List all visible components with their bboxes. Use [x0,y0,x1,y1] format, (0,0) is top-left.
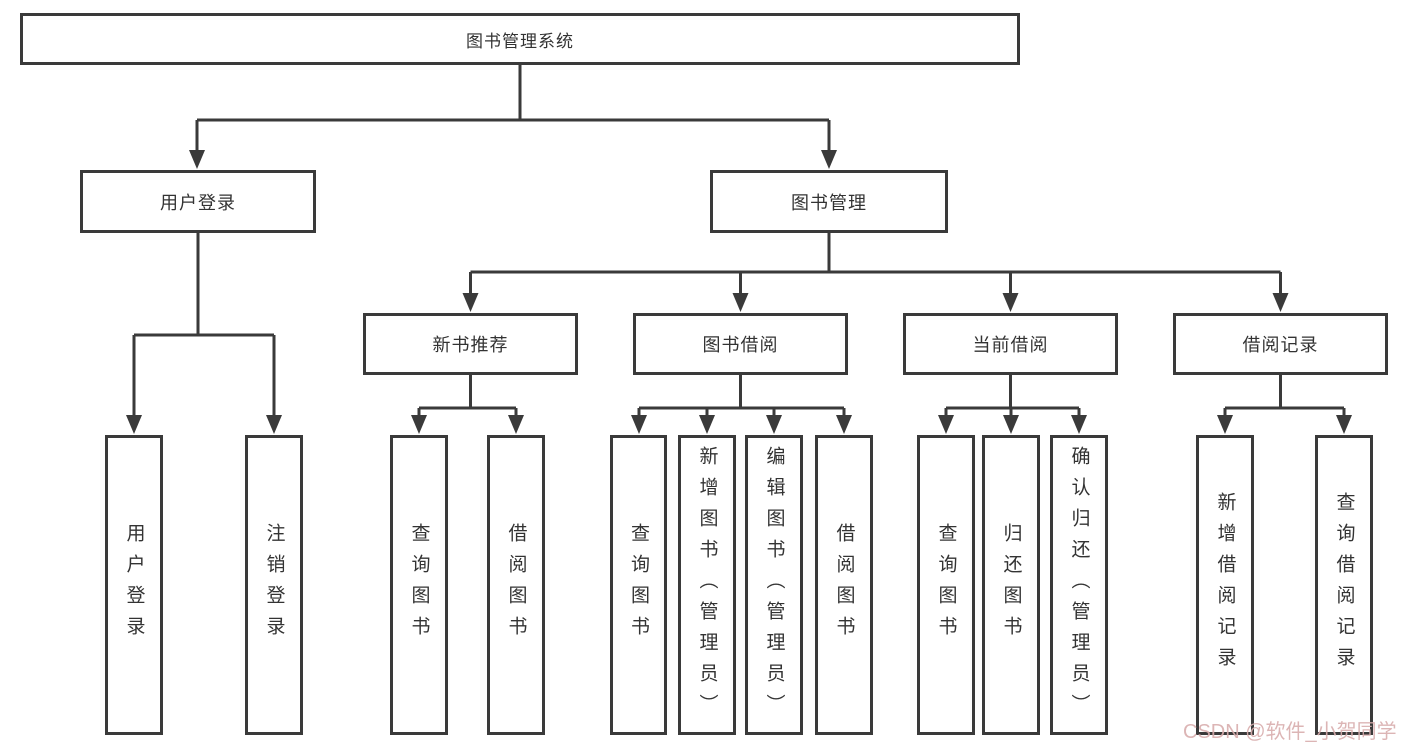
node-leaf-add-borrow-record: 新增借阅记录 [1196,435,1254,735]
node-leaf-recommend-borrow-books: 借阅图书 [487,435,545,735]
node-label: 编辑图书（管理员） [763,445,785,725]
node-new-book-recommend: 新书推荐 [363,313,578,375]
node-label: 查询图书 [935,523,957,647]
node-root-library-system: 图书管理系统 [20,13,1020,65]
csdn-watermark: CSDN @软件_小贺同学 [1183,721,1397,743]
node-current-borrow: 当前借阅 [903,313,1118,375]
node-label: 查询图书 [408,523,430,647]
node-book-management: 图书管理 [710,170,948,233]
node-label: 新增借阅记录 [1214,492,1236,678]
node-borrow-record: 借阅记录 [1173,313,1388,375]
node-leaf-current-query-books: 查询图书 [917,435,975,735]
node-label: 用户登录 [160,192,236,213]
node-label: 查询借阅记录 [1333,492,1355,678]
node-leaf-return-book: 归还图书 [982,435,1040,735]
node-label: 新书推荐 [432,335,509,355]
node-label: 归还图书 [1000,523,1022,647]
node-book-borrow: 图书借阅 [633,313,848,375]
node-user-login: 用户登录 [80,170,316,233]
node-label: 借阅图书 [833,523,855,647]
node-leaf-edit-book-admin: 编辑图书（管理员） [745,435,803,735]
node-leaf-recommend-query-books: 查询图书 [390,435,448,735]
node-leaf-borrow-borrow-books: 借阅图书 [815,435,873,735]
node-leaf-user-login: 用户登录 [105,435,163,735]
node-label: 新增图书（管理员） [696,445,718,725]
node-leaf-add-book-admin: 新增图书（管理员） [678,435,736,735]
node-label: 当前借阅 [972,335,1049,355]
node-label: 查询图书 [628,523,649,647]
node-label: 注销登录 [263,523,285,647]
node-label: 确认归还（管理员） [1068,445,1090,725]
node-label: 图书管理系统 [466,31,574,51]
node-leaf-borrow-query-books: 查询图书 [610,435,667,735]
node-label: 图书管理 [791,192,867,213]
node-label: 借阅记录 [1242,335,1319,355]
node-label: 借阅图书 [505,523,527,647]
node-label: 图书借阅 [702,335,779,355]
node-leaf-query-borrow-record: 查询借阅记录 [1315,435,1373,735]
node-leaf-logout-login: 注销登录 [245,435,303,735]
node-label: 用户登录 [123,523,145,647]
node-leaf-confirm-return-admin: 确认归还（管理员） [1050,435,1108,735]
